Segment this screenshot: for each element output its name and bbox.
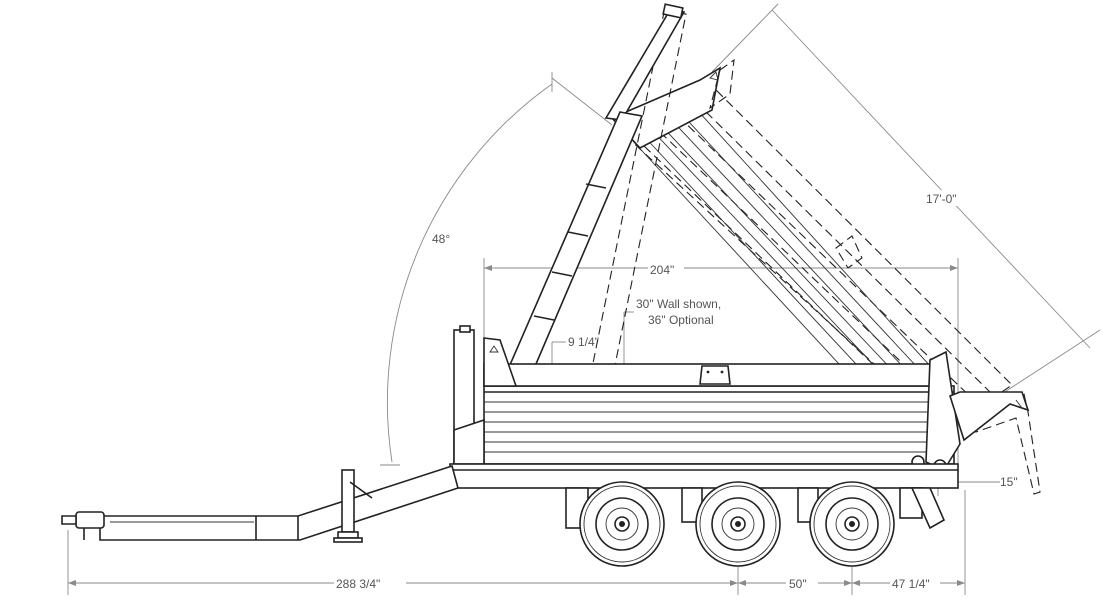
raised-bed-outline [610,58,1041,495]
angle-label: 48° [432,232,450,246]
wheel-2 [695,481,781,567]
top-rail-label: 9 1/4" [568,335,599,349]
tail-offset-label: 15" [1000,475,1018,489]
wheel-1 [579,481,665,567]
jack-stand-icon [333,469,373,543]
tongue [99,464,459,541]
bed-width-label: 204" [650,263,674,277]
angle-arc [386,83,553,463]
axle-spacing-label: 50" [789,577,807,591]
wall-note-line2: 36" Optional [648,313,714,327]
bed-length-label: 17'-0" [926,192,957,206]
hydraulic-cylinder [504,3,687,381]
bed-length-dim-line [771,9,1091,349]
angle-leader [551,77,613,126]
overall-length-label: 288 3/4" [336,577,380,591]
lowered-bed [453,325,1030,473]
dimension-labels: 48° 17'-0" 204" 30" Wall shown, 36" Opti… [334,190,1018,592]
wall-note-line1: 30" Wall shown, [636,297,721,311]
rear-overhang-label: 47 1/4" [892,577,930,591]
hitch-coupler-icon [61,511,105,540]
wheel-3 [809,481,895,567]
